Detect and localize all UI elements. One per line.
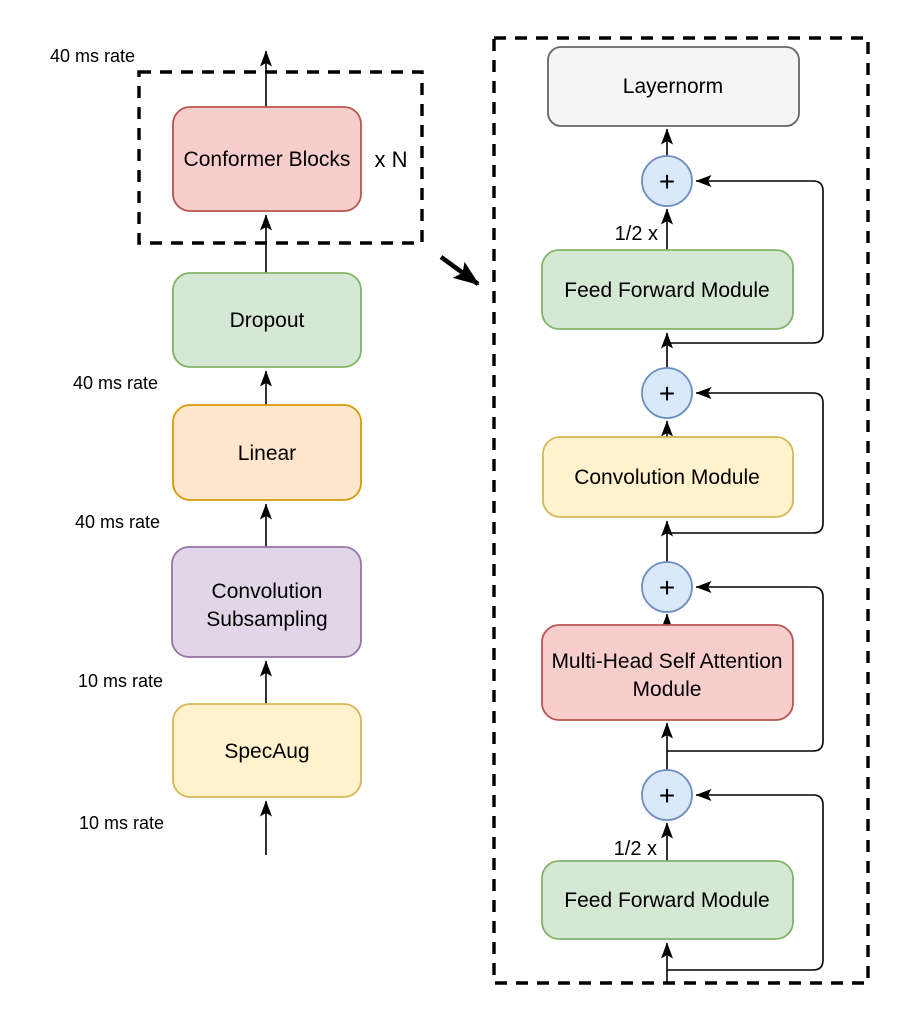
detail-expansion-arrow (439, 255, 480, 286)
rate-label-above-linear: 40 ms rate (73, 373, 158, 393)
layernorm-label: Layernorm (623, 75, 723, 98)
convolution-module-label: Convolution Module (574, 466, 760, 489)
dropout-label: Dropout (230, 309, 305, 332)
residual-add-circle-1 (641, 155, 693, 207)
feed-forward-module-bottom-label: Feed Forward Module (564, 889, 769, 912)
multi-head-self-attention-box (541, 624, 794, 721)
conformer-block-detail: Layernorm + + + + 1/2 x 1/2 x Feed Forwa… (492, 36, 870, 985)
specaug-box (172, 703, 362, 798)
repeat-count-label: x N (375, 147, 408, 172)
feed-forward-module-bottom-box (541, 860, 794, 940)
plus-sign-3: + (659, 572, 675, 603)
conformer-repeat-dashed-box (137, 70, 424, 245)
plus-sign-2: + (659, 378, 675, 409)
skip-connection-conv (667, 387, 824, 534)
convolution-subsampling-label-line2: Subsampling (206, 608, 327, 631)
residual-add-circle-3 (641, 561, 693, 613)
plus-sign-1: + (659, 166, 675, 197)
multi-head-self-attention-label-line1: Multi-Head Self Attention (551, 650, 782, 673)
rate-label-output: 40 ms rate (50, 46, 135, 66)
conformer-blocks-box (172, 106, 362, 212)
encoder-pipeline: Conformer Blocks x N Dropout Linear Conv… (50, 46, 424, 855)
residual-add-circle-2 (641, 367, 693, 419)
linear-box (172, 404, 362, 501)
feed-forward-module-top-label: Feed Forward Module (564, 279, 769, 302)
convolution-subsampling-label-line1: Convolution (212, 580, 323, 603)
half-scale-label-bottom: 1/2 x (614, 838, 657, 860)
rate-label-above-convsub: 40 ms rate (75, 512, 160, 532)
rate-label-input: 10 ms rate (79, 813, 164, 833)
skip-connection-ffn2 (667, 789, 824, 971)
conformer-blocks-label: Conformer Blocks (184, 148, 351, 171)
feed-forward-module-top-box (541, 249, 794, 330)
multi-head-self-attention-label-line2: Module (633, 678, 702, 701)
specaug-label: SpecAug (224, 740, 309, 763)
conformer-block-dashed-box (492, 36, 870, 985)
linear-label: Linear (238, 442, 296, 465)
dropout-box (172, 272, 362, 368)
residual-add-circle-4 (641, 769, 693, 821)
skip-connection-mhsa (667, 581, 824, 752)
half-scale-label-top: 1/2 x (615, 223, 658, 245)
convolution-module-box (542, 436, 794, 518)
skip-connection-ffn1 (667, 175, 824, 344)
rate-label-above-specaug: 10 ms rate (78, 671, 163, 691)
convolution-subsampling-box (171, 546, 362, 658)
layernorm-box (547, 46, 800, 127)
plus-sign-4: + (659, 780, 675, 811)
